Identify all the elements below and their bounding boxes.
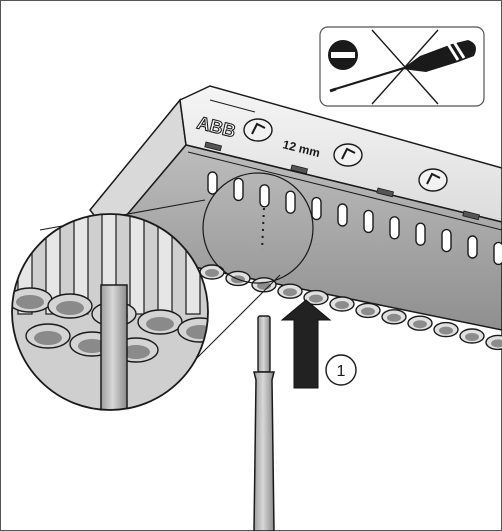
release-slot (337, 203, 348, 227)
release-slot (441, 228, 452, 253)
marker-tab (376, 187, 395, 198)
screw-head (418, 168, 448, 192)
release-slot (363, 209, 374, 234)
screw-head (333, 143, 363, 167)
release-slot (233, 177, 244, 202)
crossed-out-screwdriver-icon (319, 26, 485, 107)
marker-tabs (204, 141, 481, 221)
release-slot (467, 235, 478, 259)
wire-insulation (253, 371, 275, 531)
wire-entry-holes (199, 264, 502, 351)
release-slot (311, 196, 322, 221)
wire-conductor (257, 315, 271, 373)
detail-focus-circle (202, 172, 314, 284)
release-slots (207, 171, 502, 266)
magnified-detail-icon (11, 213, 209, 411)
release-slot (389, 216, 400, 240)
screw-heads (243, 118, 448, 192)
screw-head (243, 118, 273, 142)
marker-tab (204, 141, 223, 152)
step-number: 1 (337, 363, 346, 380)
wire (253, 315, 275, 531)
release-slot (285, 190, 296, 214)
insert-direction-arrow-icon (280, 299, 332, 389)
release-slot (493, 241, 502, 266)
step-marker: 1 (325, 354, 357, 386)
release-slot (415, 222, 426, 246)
release-slot (207, 171, 218, 195)
release-slot (259, 184, 270, 208)
marker-tab (462, 210, 481, 221)
marker-tab (290, 164, 309, 175)
